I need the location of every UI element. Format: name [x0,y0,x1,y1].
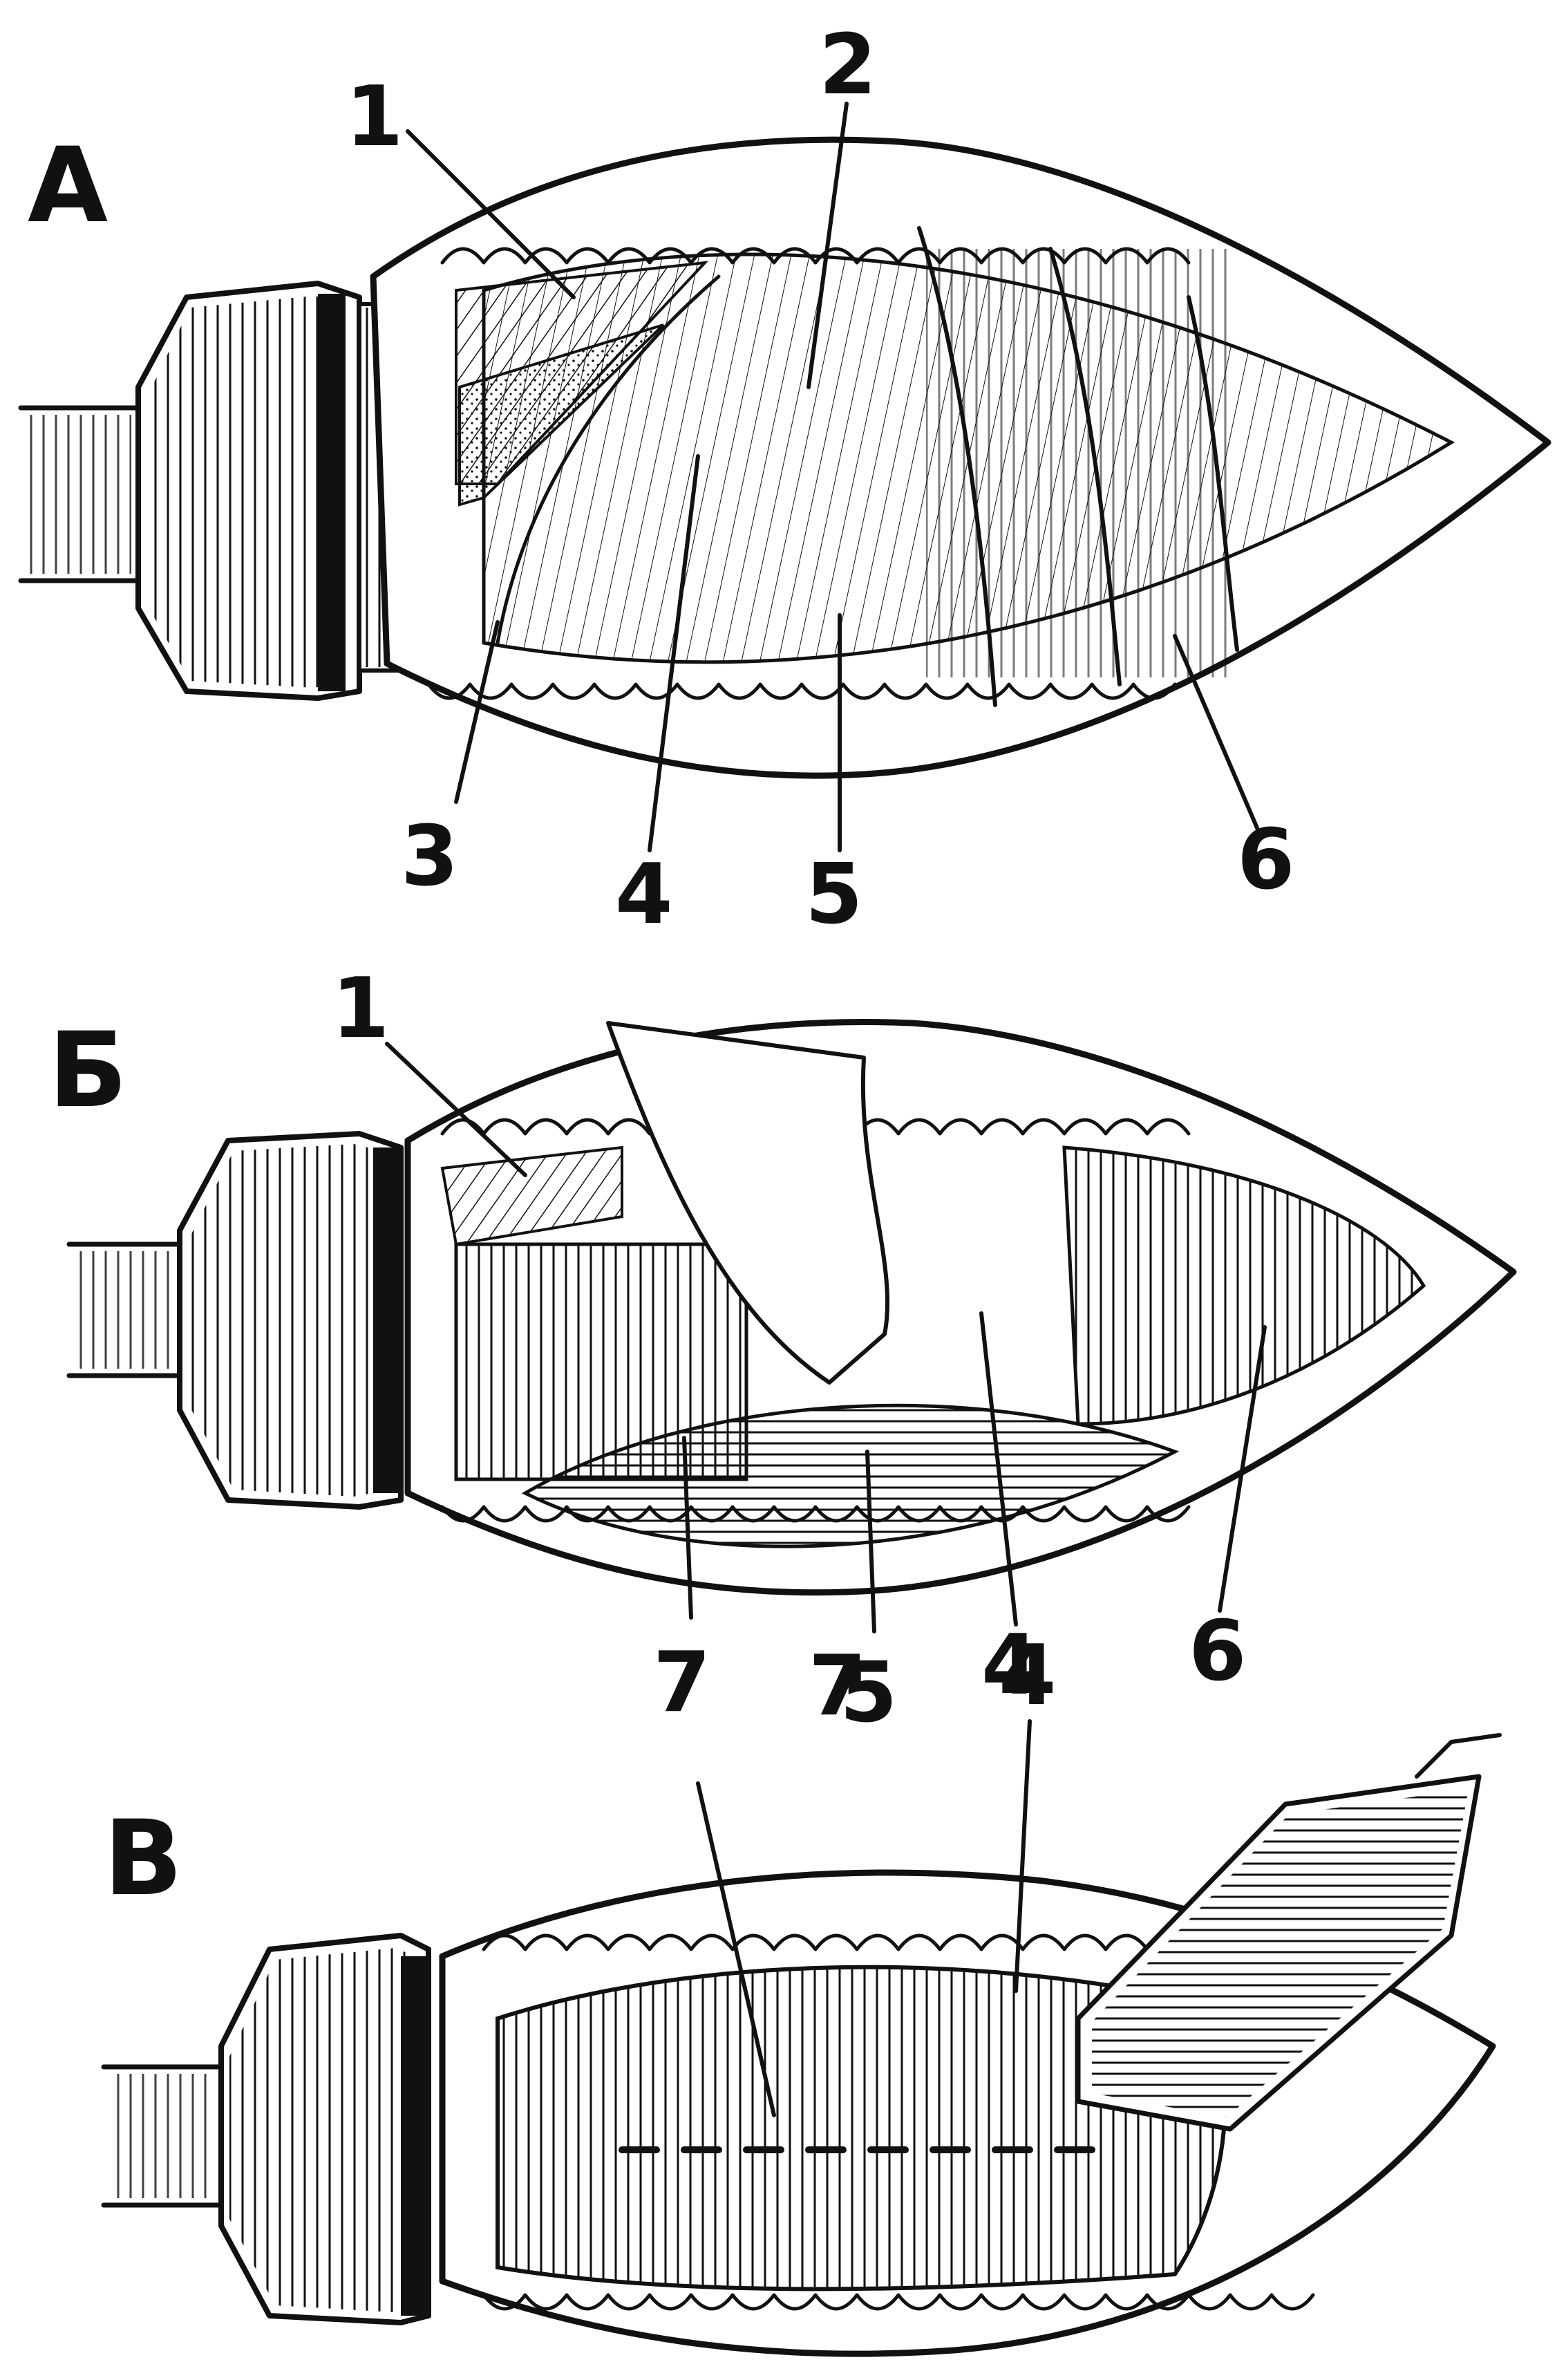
handle-ring [373,1147,401,1493]
panel-b-drawing [69,1022,1513,1593]
callout-1: 1 [332,961,390,1057]
handle-ring [318,294,346,691]
callout-1: 1 [346,69,404,165]
callout-5: 5 [805,847,863,943]
panel-a: А [21,17,1548,943]
callout-6: 6 [1237,812,1295,908]
callout-7: 7 [809,1638,867,1734]
panel-v-drawing [104,1735,1500,2354]
panel-b: Б 1 [48,961,1513,1741]
callout-7: 7 [653,1635,711,1731]
panel-v-letter: В [104,1799,182,1919]
callout-4: 4 [615,847,673,943]
callout-6: 6 [1189,1604,1247,1700]
callout-4: 4 [999,1628,1057,1724]
panel-b-letter: Б [48,1011,127,1131]
callout-2: 2 [819,17,877,113]
panel-a-letter: А [28,126,108,246]
handle-ring [401,1956,428,2316]
panel-a-drawing [21,140,1548,776]
panel-v: В 7 4 [104,1628,1500,2354]
panel-v-callouts: 7 4 [809,1628,1057,1734]
callout-3: 3 [401,809,459,905]
